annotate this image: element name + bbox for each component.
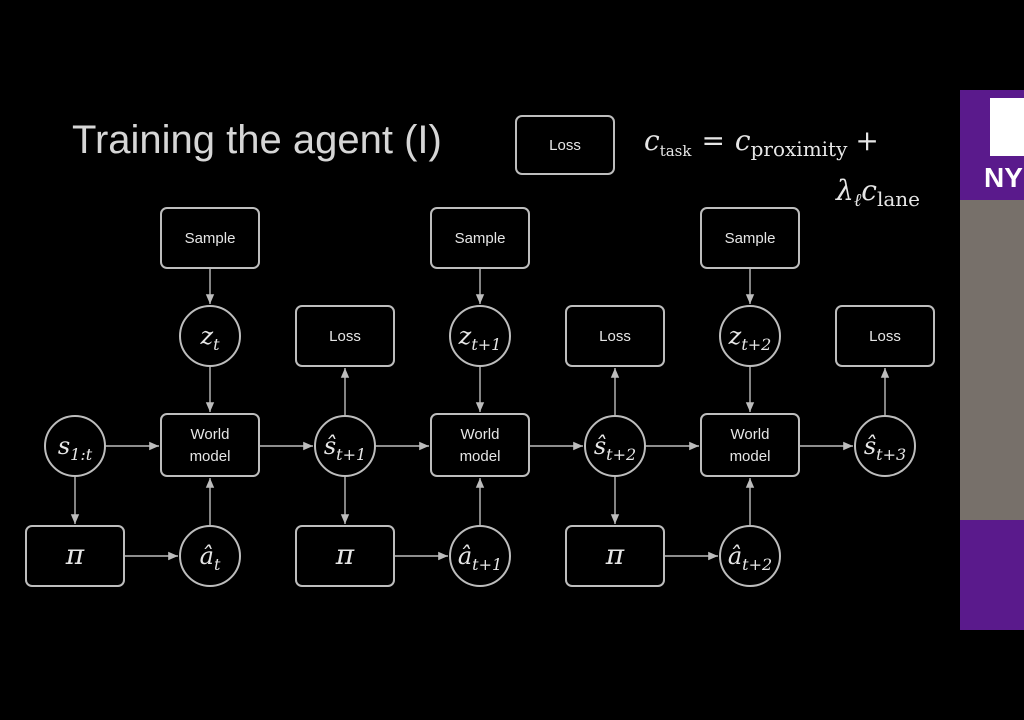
svg-text:π: π [335,538,355,571]
policy-box-3: π [565,525,665,587]
svg-text:π: π [65,538,85,571]
z-node-1: zt [179,305,241,367]
svg-text:zt: zt [199,322,220,354]
svg-text:ŝt+2: ŝt+2 [594,432,636,464]
loss-label-3: Loss [869,328,901,345]
z-node-3: zt+2 [719,305,781,367]
formula-c-task: c [644,124,660,157]
formula-plus: + [855,124,878,157]
sample-box-1: Sample [160,207,260,269]
svg-text:ŝt+3: ŝt+3 [864,432,906,464]
sample-label-3: Sample [725,230,776,247]
svg-text:World: World [461,426,500,443]
formula-equals: = [701,124,724,157]
sample-box-3: Sample [700,207,800,269]
svg-text:ŝt+1: ŝt+1 [324,432,366,464]
legend-loss-label: Loss [549,137,581,154]
a-hat-node-3: ât+2 [719,525,781,587]
svg-text:World: World [191,426,230,443]
svg-text:ât+2: ât+2 [728,542,772,574]
slide-title: Training the agent (I) [72,118,442,162]
svg-text:zt+2: zt+2 [728,322,772,354]
a-hat-node-1: ât [179,525,241,587]
legend-loss-box: Loss [515,115,615,175]
s-hat-node-2: ŝt+2 [584,415,646,477]
formula-task-sub: task [660,142,693,160]
formula-lambda: λ [835,174,854,207]
loss-box-3: Loss [835,305,935,367]
sample-label-2: Sample [455,230,506,247]
svg-text:ât+1: ât+1 [458,542,502,574]
s-hat-node-1: ŝt+1 [314,415,376,477]
nyu-torch-logo-icon [990,98,1024,156]
svg-text:s1:t: s1:t [58,432,93,464]
svg-text:λℓclane: λℓclane [835,174,920,211]
formula-lane-sub: lane [877,187,920,211]
formula-c-lane: c [861,174,877,207]
policy-box-1: π [25,525,125,587]
s-initial-node: s1:t [44,415,106,477]
loss-label-2: Loss [599,328,631,345]
svg-text:ctask=cproximity+: ctask=cproximity+ [644,124,879,161]
world-model-box-2: World model [430,413,530,477]
policy-box-2: π [295,525,395,587]
svg-text:π: π [605,538,625,571]
svg-text:model: model [190,448,231,465]
s-hat-node-3: ŝt+3 [854,415,916,477]
svg-text:model: model [460,448,501,465]
sample-box-2: Sample [430,207,530,269]
loss-box-1: Loss [295,305,395,367]
z-node-2: zt+1 [449,305,511,367]
svg-text:ât: ât [200,542,221,574]
cost-formula: ctask=cproximity+ λℓclane [644,124,920,211]
svg-text:model: model [730,448,771,465]
world-model-box-3: World model [700,413,800,477]
diagram-arrows [70,268,890,561]
loss-box-2: Loss [565,305,665,367]
formula-lambda-sub: ℓ [854,190,862,211]
svg-text:World: World [731,426,770,443]
loss-label-1: Loss [329,328,361,345]
world-model-box-1: World model [160,413,260,477]
formula-c-prox: c [735,124,751,157]
formula-proximity-sub: proximity [751,137,848,161]
nyu-logo-text: NY [984,162,1023,193]
sample-label-1: Sample [185,230,236,247]
svg-text:zt+1: zt+1 [458,322,502,354]
speaker-video-thumbnail [960,200,1024,520]
a-hat-node-2: ât+1 [449,525,511,587]
